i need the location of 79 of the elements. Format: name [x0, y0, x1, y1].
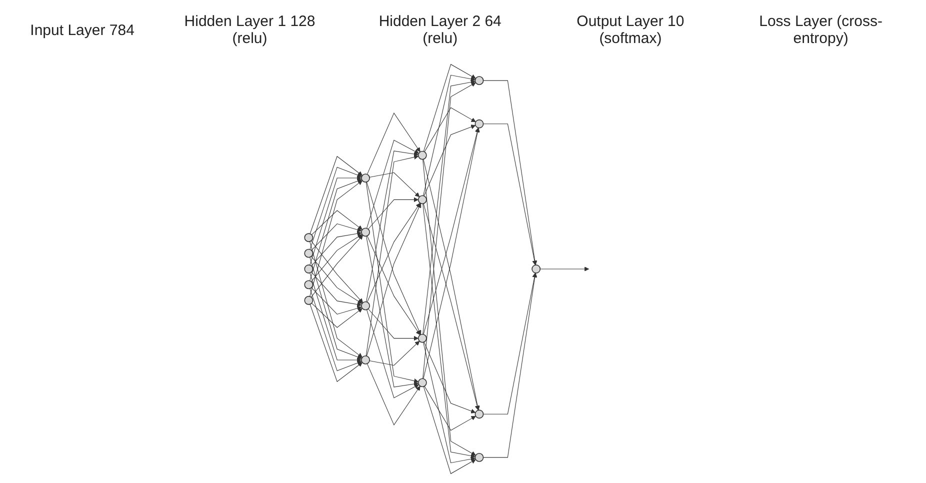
arrow [423, 203, 480, 410]
arrow [369, 172, 420, 198]
node-circle [474, 76, 484, 86]
node-circle [418, 378, 427, 388]
node-circle [361, 356, 370, 364]
arrow [483, 124, 537, 266]
arrow [424, 124, 476, 196]
arrow [310, 166, 362, 250]
arrow [311, 234, 362, 282]
arrow [311, 272, 362, 307]
layer-heading: Output Layer 10 (softmax) [576, 13, 686, 47]
node-circle [304, 248, 314, 258]
arrow [483, 80, 538, 266]
arrow [483, 272, 537, 414]
node-circle [474, 119, 484, 128]
arrow [311, 223, 362, 251]
arrow [310, 180, 363, 297]
arrow [310, 156, 363, 234]
arrow [423, 386, 476, 474]
arrow [310, 240, 364, 304]
arrow [424, 342, 476, 414]
arrow [311, 231, 362, 266]
arrow [422, 82, 476, 379]
node-circle [304, 264, 314, 274]
arrow [311, 256, 362, 304]
arrow [310, 304, 363, 382]
node-circle [361, 301, 370, 310]
node-circle [361, 174, 370, 182]
arrow [369, 340, 420, 366]
arrow [424, 386, 476, 431]
arrow [311, 302, 363, 328]
arrow [310, 176, 362, 266]
arrow [366, 203, 422, 356]
arrow [366, 236, 420, 336]
layer-heading: Hidden Layer 1 128 (relu) [183, 13, 316, 47]
arrow [310, 256, 362, 360]
node-circle [304, 233, 314, 242]
arrow [540, 266, 590, 272]
arrow [311, 210, 363, 236]
node-circle [418, 195, 427, 204]
arrow [366, 140, 420, 229]
layer-heading: Input Layer 784 [30, 22, 134, 38]
node-circle [418, 150, 427, 160]
node-circle [304, 280, 314, 290]
arrow [424, 107, 476, 152]
arrow [422, 80, 476, 335]
arrow [423, 64, 476, 152]
arrow [422, 203, 476, 458]
layer-heading: Loss Layer (cross-entropy) [758, 13, 884, 47]
arrow [310, 234, 364, 298]
arrow [423, 158, 480, 410]
arrow [366, 363, 420, 426]
arrow [423, 128, 480, 380]
arrow [422, 159, 476, 456]
arrow [366, 154, 419, 356]
arrow [310, 272, 362, 362]
arrow [366, 112, 420, 175]
arrow [366, 182, 419, 384]
arrow [366, 150, 419, 302]
arrow [368, 308, 419, 341]
arrow [366, 182, 422, 335]
arrow [311, 287, 362, 315]
node-circle [304, 296, 314, 305]
node-circle [474, 452, 484, 462]
arrow [310, 288, 362, 372]
arrow [483, 272, 538, 458]
arrow [366, 309, 420, 398]
arrow [310, 241, 363, 358]
arrow [366, 202, 420, 302]
arrow [366, 236, 419, 388]
node-circle [532, 264, 541, 274]
node-circle [418, 334, 427, 343]
node-circle [361, 228, 370, 237]
arrow [368, 197, 419, 230]
arrow [423, 342, 476, 464]
arrow [423, 74, 476, 196]
layer-heading: Hidden Layer 2 64 (relu) [378, 13, 502, 47]
arrow [310, 178, 362, 282]
node-circle [474, 410, 484, 419]
